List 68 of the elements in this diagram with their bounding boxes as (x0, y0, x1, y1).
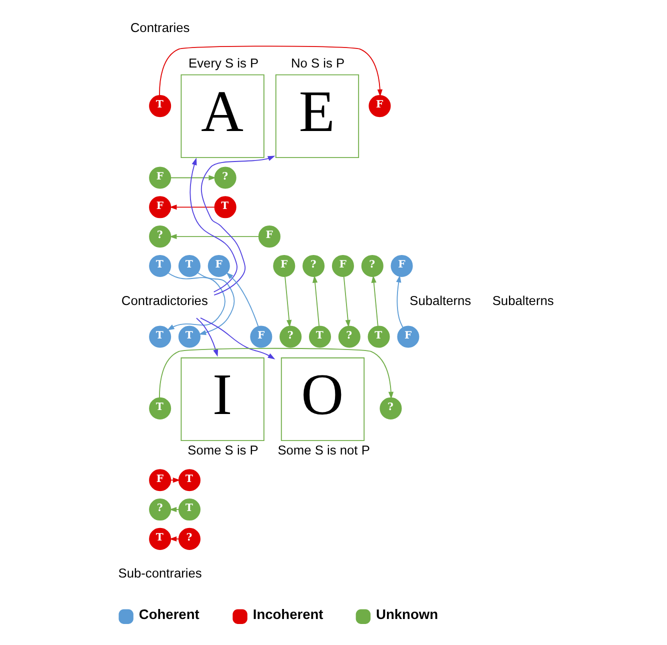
arrow (370, 275, 378, 326)
arrow (312, 275, 320, 326)
arrow (226, 272, 258, 327)
arrow (196, 272, 234, 336)
node-label: Every S is P (188, 56, 258, 71)
node-label: Some S is not P (277, 442, 370, 458)
label: Contraries (130, 20, 190, 35)
arrow (284, 276, 292, 328)
node-circle: F (390, 254, 412, 277)
legend-label: Coherent (138, 606, 199, 622)
node-box: A (180, 74, 264, 158)
node-circle: T (178, 498, 200, 521)
node-circle: F (250, 326, 272, 348)
label: Sub-contraries (118, 566, 202, 581)
node-circle: ? (214, 166, 236, 189)
arrow (342, 276, 350, 328)
node-circle: F (396, 326, 419, 348)
node-circle: T (148, 254, 171, 277)
node-circle: T (308, 326, 331, 348)
node-circle: T (178, 326, 200, 348)
arrow (170, 478, 180, 483)
node-box: I (180, 357, 264, 442)
node-circle: F (368, 95, 390, 118)
node-text: Contradictories (120, 292, 208, 308)
node-circle: F (258, 226, 280, 248)
node-circle: F (148, 166, 171, 189)
node-circle: F (331, 254, 354, 277)
node-circle: T (367, 326, 390, 348)
node-circle: ? (338, 326, 360, 348)
node-circle: ? (279, 326, 302, 348)
node-circle: T (214, 196, 236, 218)
arrow (158, 46, 382, 97)
node-box: O (280, 357, 364, 442)
arrow (196, 318, 218, 357)
node-circle: F (148, 196, 171, 218)
arrow (396, 275, 403, 328)
node-circle: F (207, 254, 230, 277)
arrow (158, 348, 394, 400)
legend-label: Unknown (376, 606, 438, 622)
arrow (200, 156, 275, 296)
arrow (189, 158, 237, 292)
node-label: No S is P (290, 56, 344, 71)
node-circle: T (148, 528, 171, 550)
node-circle: T (178, 469, 200, 492)
node-circle: T (148, 95, 171, 118)
arrow (170, 175, 216, 180)
node-circle: ? (178, 528, 200, 550)
node-circle: ? (148, 226, 171, 248)
node-circle: ? (148, 498, 171, 521)
node-circle: ? (379, 397, 402, 420)
arrow (200, 317, 275, 360)
node-box: E (274, 74, 359, 158)
node-label: Some S is P (187, 442, 258, 458)
node-circle: T (148, 326, 171, 348)
label: Subalterns (492, 292, 554, 308)
node-circle: ? (302, 254, 324, 277)
node-circle: ? (360, 254, 383, 277)
node-circle: T (148, 397, 171, 420)
node-circle: T (178, 254, 200, 277)
arrow (168, 506, 179, 512)
arrow (166, 272, 225, 330)
arrow (168, 536, 179, 542)
node-circle: F (148, 469, 171, 492)
label: Subalterns (409, 292, 471, 308)
legend-label: Incoherent (252, 606, 323, 622)
arrow (168, 234, 259, 240)
arrow (168, 204, 215, 210)
node-circle: F (272, 254, 295, 277)
